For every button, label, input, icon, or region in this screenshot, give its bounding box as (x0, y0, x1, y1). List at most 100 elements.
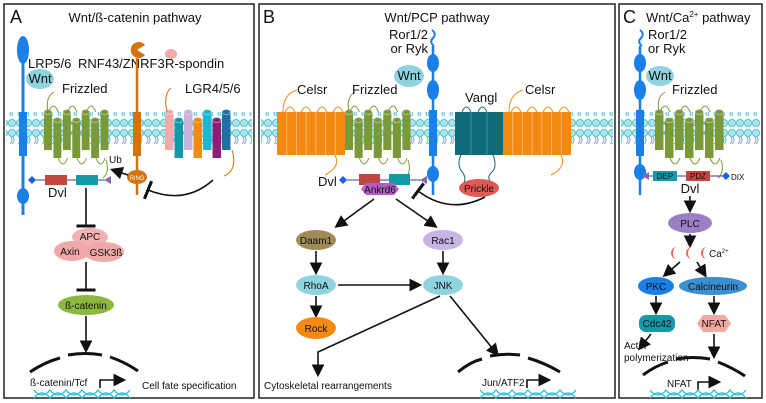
pkc (638, 277, 674, 295)
dvl-label-a: Dvl (48, 185, 67, 200)
outcome-label-a: Cell fate specification (142, 381, 237, 392)
frizzled-helix-cap (401, 109, 412, 115)
dvl-to-rac1-arrow (395, 198, 438, 228)
frizzled-loop (378, 157, 389, 165)
ub-label: Ub (109, 155, 122, 166)
frizzled-b (344, 91, 412, 179)
frizzled-c (654, 91, 724, 179)
rock (296, 317, 336, 339)
dvl-a (28, 175, 111, 185)
jnk-to-nucleus-arrow (449, 295, 500, 357)
celsr-loop (542, 106, 554, 113)
ror-label-b-1: Ror1/2 (389, 27, 428, 42)
celsr-loop (526, 106, 538, 113)
celsr-loop (332, 106, 344, 113)
ror-receptor-b (427, 29, 439, 195)
calcineurin (679, 277, 747, 295)
tcf-label: ß-catenin/Tcf (30, 378, 87, 389)
lgr-helix (193, 120, 202, 158)
calcium-label: Ca2+ (709, 249, 729, 260)
frizzled-helix (655, 112, 664, 150)
destruction-complex (54, 228, 124, 262)
actin-label-1: Actin (624, 341, 646, 352)
cdc42-label: Cdc42 (643, 319, 672, 330)
dep-label: DEP (657, 172, 673, 181)
frizzled-loop (48, 105, 59, 113)
frizzled-helix-cap (71, 117, 81, 123)
frizzled-loop (679, 105, 691, 113)
frizzled-loop (349, 105, 360, 113)
lgr-helix-cap (183, 109, 193, 115)
frizzled-helix-cap (654, 109, 664, 115)
panel-c-frame (618, 3, 763, 399)
lrp-receptor (17, 36, 29, 215)
frizzled-helix (705, 120, 714, 158)
frizzled-loop (659, 105, 671, 113)
ca-to-calcineurin-arrow (694, 261, 707, 278)
lgr-label: LGR4/5/6 (185, 81, 241, 96)
ror-label-c-2: or Ryk (648, 41, 686, 56)
frizzled-helix-cap (100, 109, 109, 115)
dna-b (479, 388, 577, 400)
celsr-loop (558, 106, 570, 113)
celsr-n-terminus (282, 89, 298, 113)
celsr-block (503, 112, 571, 155)
frizzled-helix (685, 120, 694, 158)
frizzled-helix (100, 112, 109, 150)
jnk-label: JNK (434, 281, 453, 292)
actin-label-2: polymerization (624, 353, 688, 364)
frizzled-helix-cap (684, 117, 694, 123)
celsr-c-terminus (324, 154, 338, 176)
cdc42-to-actin-arrow (638, 333, 652, 351)
frizzled-helix-cap (382, 109, 392, 115)
frizzled-helix (665, 120, 674, 158)
apc-label: APC (80, 232, 101, 243)
frizzled-helix (345, 112, 354, 150)
wnt-ligand-b (394, 65, 424, 87)
rac1-label: Rac1 (431, 236, 455, 247)
frizzled-c-terminus (102, 159, 108, 179)
prickle-inhibition (410, 182, 486, 206)
wnt-ligand-c (646, 66, 674, 86)
ror-receptor-c (634, 29, 646, 195)
pdz-label: PDZ (690, 172, 706, 181)
frizzled-loop (387, 105, 399, 113)
frizzled-loop (95, 157, 106, 165)
celsr-loop (300, 106, 312, 113)
r-spondin (165, 49, 177, 59)
celsr-left (277, 89, 345, 176)
ring-label: RING (130, 176, 145, 182)
frizzled-helix-cap (363, 109, 373, 115)
rnf43-label: RNF43/ZNRF3 (78, 56, 165, 71)
vangl-label: Vangl (465, 90, 497, 105)
panel-b-title: Wnt/PCP pathway (384, 10, 490, 25)
lgr-helix (222, 112, 231, 150)
ankrd6 (361, 183, 399, 195)
frizzled-c-terminus (717, 159, 723, 179)
ankrd6-label: Ankrd6 (364, 185, 396, 196)
lgr-helix (165, 112, 174, 150)
frizzled-loop (709, 157, 721, 165)
frizzled-helix (91, 120, 100, 158)
lgr-helix-cap (202, 109, 212, 115)
beta-catenin (58, 295, 114, 315)
rock-label: Rock (305, 324, 329, 335)
calcium-ions (671, 247, 707, 259)
celsr-block (277, 112, 345, 155)
panel-a-frame (3, 3, 255, 399)
lgr-receptor (164, 87, 235, 177)
frizzled-helix (72, 120, 81, 158)
nfat-label: NFAT (702, 319, 727, 330)
lrp-label: LRP5/6 (28, 56, 71, 71)
daam1 (296, 230, 336, 250)
wnt-label-c: Wnt (648, 68, 672, 83)
frizzled-helix-cap (392, 117, 402, 123)
transcription-arrow-c (697, 375, 722, 390)
panel-c-title: Wnt/Ca2+ pathway (646, 10, 751, 25)
dvl-c (642, 171, 730, 181)
frizzled-loop (368, 105, 379, 113)
cytoskeletal-label: Cytoskeletal rearrangements (264, 381, 392, 392)
vangl (455, 106, 503, 188)
lgr-helix-cap (174, 117, 184, 123)
